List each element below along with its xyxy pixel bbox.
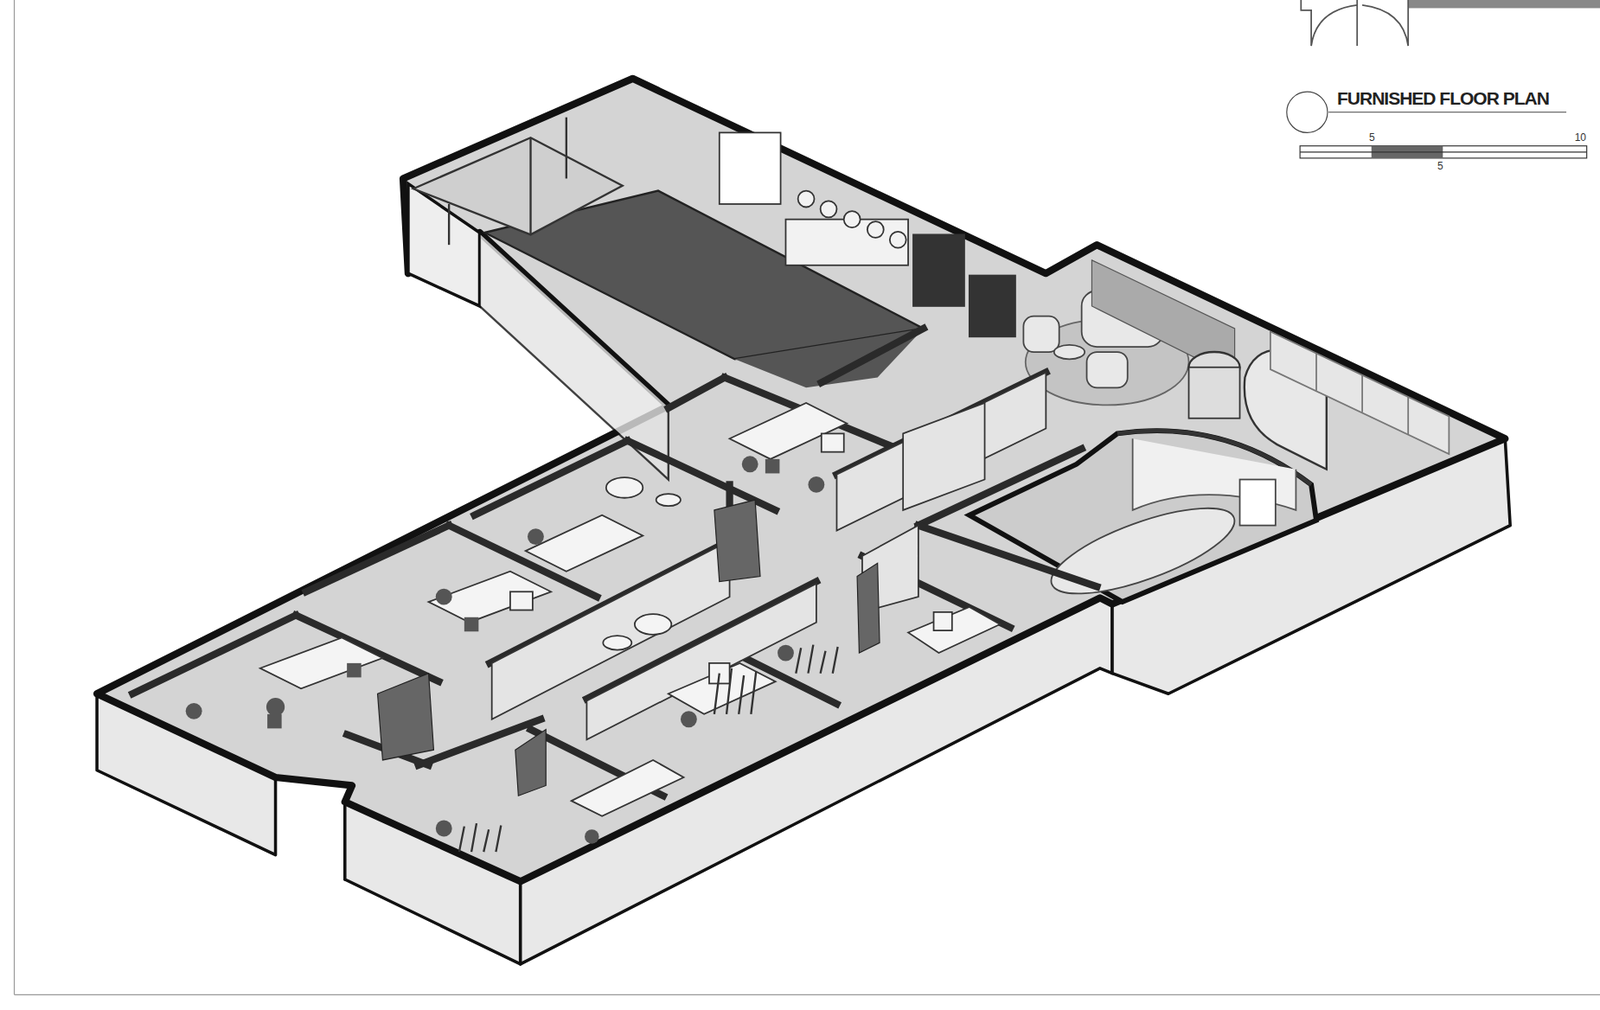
- plan-title: FURNISHED FLOOR PLAN: [1337, 88, 1549, 109]
- scale-mark: 5: [1437, 160, 1444, 173]
- scale-mark: 5: [1369, 131, 1376, 144]
- scale-mark: 10: [1574, 131, 1587, 144]
